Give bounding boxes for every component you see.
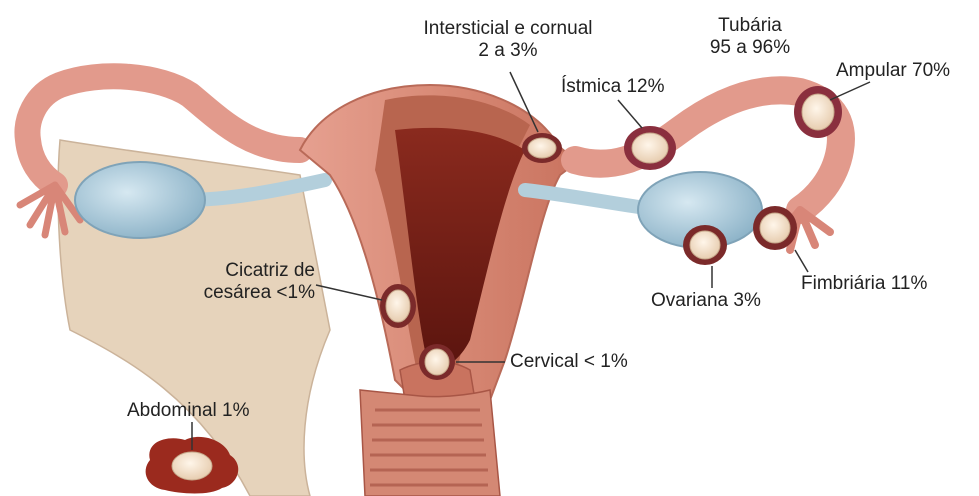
intersticial-percent: 2 a 3%	[393, 40, 623, 62]
fimbriaria-site	[753, 206, 797, 250]
intersticial-label: Intersticial e cornual 2 a 3%	[393, 18, 623, 62]
cicatriz-title: Cicatriz de	[185, 260, 315, 282]
tubaria-percent: 95 a 96%	[690, 37, 810, 59]
tubaria-label: Tubária 95 a 96%	[690, 15, 810, 59]
embryo-icon	[632, 133, 668, 163]
embryo-icon	[690, 231, 720, 259]
ampular-label: Ampular 70%	[836, 60, 950, 82]
vagina	[360, 390, 500, 496]
istmica-site	[624, 126, 676, 170]
istmica-label: Ístmica 12%	[561, 76, 664, 98]
fimbriaria-label: Fimbriária 11%	[801, 273, 927, 295]
abdominal-label: Abdominal 1%	[127, 400, 250, 422]
ovariana-label: Ovariana 3%	[651, 290, 761, 312]
intersticial-site	[522, 133, 562, 163]
cervical-label: Cervical < 1%	[510, 351, 628, 373]
tubaria-title: Tubária	[690, 15, 810, 37]
embryo-icon	[172, 452, 212, 480]
ovariana-site	[683, 225, 727, 265]
cicatriz-label: Cicatriz de cesárea <1%	[185, 260, 315, 304]
cicatriz-site	[380, 284, 416, 328]
ampular-site	[794, 86, 842, 138]
embryo-icon	[386, 290, 410, 322]
embryo-icon	[760, 213, 790, 243]
embryo-icon	[528, 138, 556, 158]
cicatriz-percent: cesárea <1%	[185, 282, 315, 304]
cervical-site	[419, 344, 455, 380]
left-ovary	[75, 162, 205, 238]
intersticial-title: Intersticial e cornual	[393, 18, 623, 40]
embryo-icon	[425, 349, 449, 375]
embryo-icon	[802, 94, 834, 130]
